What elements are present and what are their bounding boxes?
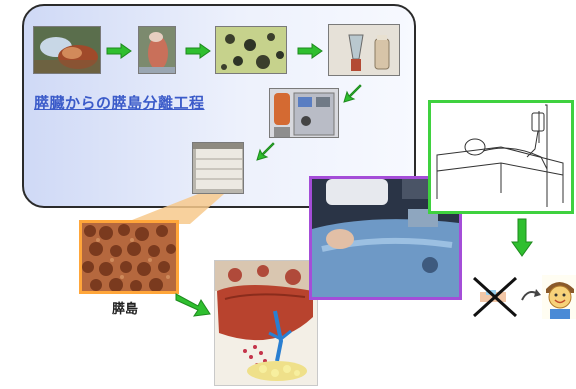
islet-label: 膵島: [112, 298, 138, 317]
curved-arrow-icon: [520, 286, 544, 306]
green-right-arrow-icon: [185, 43, 211, 59]
green-right-arrow-icon: [106, 43, 132, 59]
liver-portal-vein-infusion-illustration: [214, 260, 318, 386]
green-down-left-arrow-icon: [341, 82, 363, 104]
patient-infusion-sketch: [428, 100, 574, 214]
islet-purification-photo: [328, 24, 400, 76]
culture-bag-photo: [192, 142, 244, 194]
green-right-arrow-icon: [174, 288, 214, 318]
cell-separator-apparatus-photo: [269, 88, 339, 138]
pancreas-harvest-photo: [33, 26, 101, 74]
green-down-left-arrow-icon: [254, 140, 276, 162]
smiling-child-icon: [542, 275, 576, 319]
islet-micrograph: [79, 220, 179, 294]
digested-tissue-micrograph: [215, 26, 287, 74]
insulin-injection-crossed-out-icon: [472, 276, 518, 318]
pancreas-preparation-photo: [138, 26, 176, 74]
process-title: 膵臓からの膵島分離工程: [34, 92, 205, 113]
green-down-arrow-icon: [511, 218, 533, 258]
green-right-arrow-icon: [297, 43, 323, 59]
